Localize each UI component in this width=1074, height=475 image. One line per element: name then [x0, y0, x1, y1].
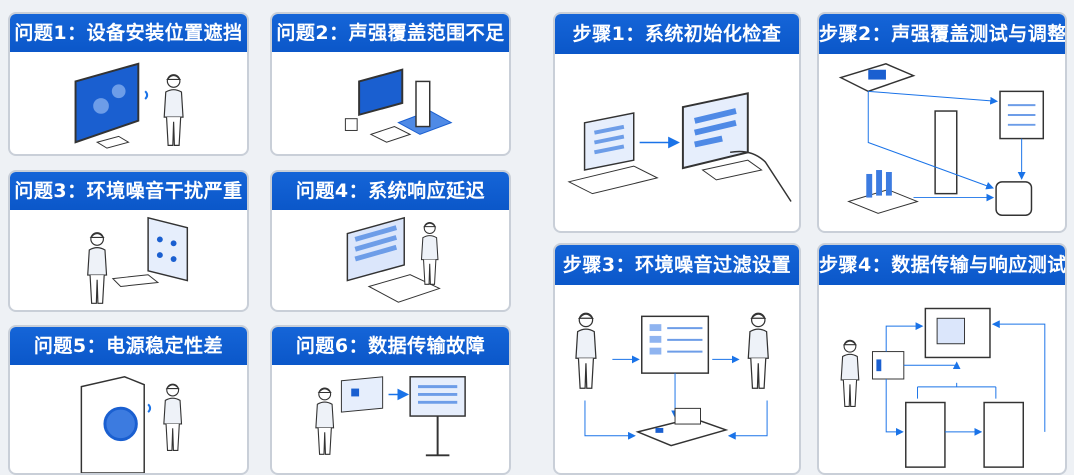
- step-card-1: 步骤1：系统初始化检查: [553, 12, 801, 233]
- problem-title: 问题5：电源稳定性差: [10, 327, 247, 365]
- computer-and-tower-icon: [272, 52, 509, 154]
- laptop-to-monitor-icon: [555, 54, 799, 231]
- problem-card-5: 问题5：电源稳定性差: [8, 325, 249, 475]
- person-at-screen-keyboard-icon: [272, 210, 509, 310]
- server-flow-icon: [819, 285, 1065, 473]
- step-card-2: 步骤2：声强覆盖测试与调整: [817, 12, 1067, 233]
- problem-card-1: 问题1：设备安装位置遮挡: [8, 12, 249, 156]
- problem-card-2: 问题2：声强覆盖范围不足: [270, 12, 511, 156]
- people-filter-flow-icon: [555, 285, 799, 473]
- step-card-3: 步骤3：环境噪音过滤设置: [553, 243, 801, 475]
- problem-card-4: 问题4：系统响应延迟: [270, 170, 511, 312]
- step-title: 步骤2：声强覆盖测试与调整: [819, 14, 1065, 54]
- problem-card-6: 问题6：数据传输故障: [270, 325, 511, 475]
- step-title: 步骤1：系统初始化检查: [555, 14, 799, 54]
- person-at-panel-icon: [10, 210, 247, 310]
- problem-title: 问题4：系统响应延迟: [272, 172, 509, 210]
- problem-title: 问题6：数据传输故障: [272, 327, 509, 365]
- problem-title: 问题2：声强覆盖范围不足: [272, 14, 509, 52]
- problem-card-3: 问题3：环境噪音干扰严重: [8, 170, 249, 312]
- step-card-4: 步骤4：数据传输与响应测试: [817, 243, 1067, 475]
- problem-title: 问题1：设备安装位置遮挡: [10, 14, 247, 52]
- step-title: 步骤3：环境噪音过滤设置: [555, 245, 799, 285]
- network-flow-icon: [819, 54, 1065, 231]
- problem-title: 问题3：环境噪音干扰严重: [10, 172, 247, 210]
- step-title: 步骤4：数据传输与响应测试: [819, 245, 1065, 285]
- person-touching-screen-icon: [10, 52, 247, 154]
- person-display-transfer-icon: [272, 365, 509, 473]
- power-unit-person-icon: [10, 365, 247, 473]
